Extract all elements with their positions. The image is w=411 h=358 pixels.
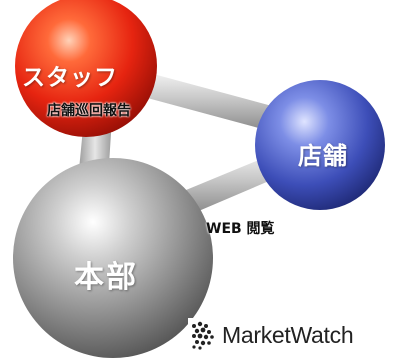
connector-staff-store xyxy=(140,72,272,130)
node-staff-sphere xyxy=(15,0,157,137)
node-store-sphere xyxy=(255,80,385,210)
marketwatch-logo: MarketWatch xyxy=(188,318,358,352)
node-hq-sphere xyxy=(13,158,213,358)
node-hq-label: 本部 xyxy=(74,260,138,295)
logo-text: MarketWatch xyxy=(222,321,354,348)
dot-cluster-icon xyxy=(192,321,214,350)
edge-hq-store-label: WEB 閲覧 xyxy=(206,221,275,237)
node-staff-label: スタッフ xyxy=(22,65,118,91)
edge-staff-store-label: 店舗巡回報告 xyxy=(47,103,131,119)
node-store-label: 店舗 xyxy=(298,142,348,170)
